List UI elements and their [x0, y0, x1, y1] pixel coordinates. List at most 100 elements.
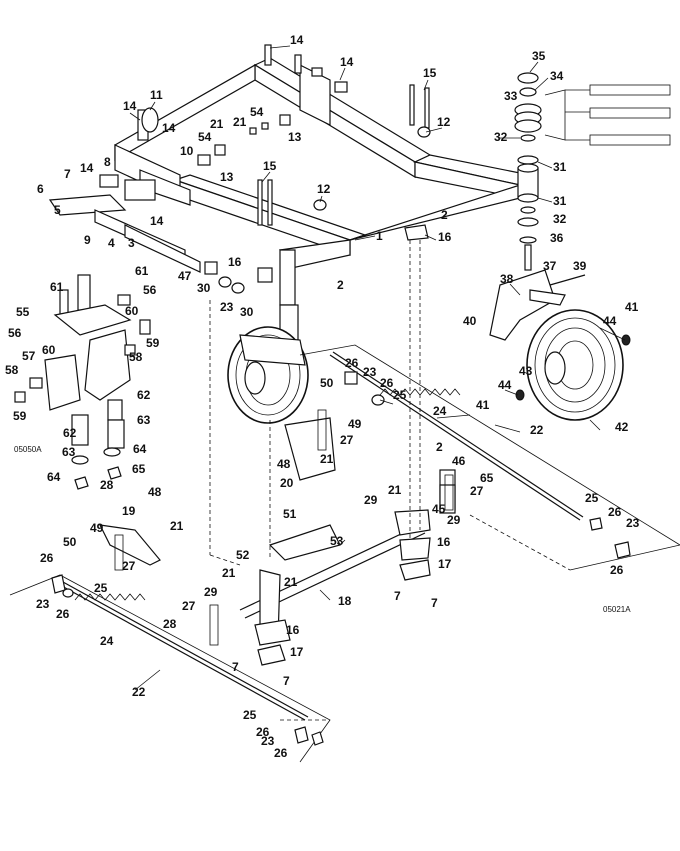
- callout: 65: [480, 471, 494, 485]
- callout: 7: [431, 596, 438, 610]
- callout: 14: [123, 99, 137, 113]
- left-detail-springs: [71, 399, 125, 490]
- callout: 54: [198, 130, 212, 144]
- callout: 59: [13, 409, 27, 423]
- top-hardware: [197, 44, 431, 294]
- left-wheel: [227, 304, 309, 424]
- caster-fork-right: [489, 269, 586, 341]
- callout: 14: [340, 55, 354, 69]
- right-wheel: [515, 309, 631, 421]
- callout: 28: [100, 478, 114, 492]
- callout: 37: [543, 259, 557, 273]
- callout: 24: [433, 404, 447, 418]
- callout: 60: [125, 304, 139, 318]
- rod-assembly-left: [9, 574, 331, 763]
- callout: 62: [137, 388, 151, 402]
- callout: 18: [338, 594, 352, 608]
- callout: 56: [143, 283, 157, 297]
- callout: 21: [222, 566, 236, 580]
- callout: 14: [80, 161, 94, 175]
- diagram-code-main: 05021A: [603, 605, 631, 614]
- callout: 2: [436, 440, 443, 454]
- callout: 60: [42, 343, 56, 357]
- callout: 16: [437, 535, 451, 549]
- callout: 26: [274, 746, 288, 760]
- callout: 43: [519, 364, 533, 378]
- callout: 21: [388, 483, 402, 497]
- callout: 30: [197, 281, 211, 295]
- callout: 2: [441, 208, 448, 222]
- callout: 20: [280, 476, 294, 490]
- callout: 45: [432, 502, 446, 516]
- leader-lines: [129, 45, 626, 691]
- chains: [114, 409, 454, 646]
- callout: 25: [94, 581, 108, 595]
- callout: 16: [286, 623, 300, 637]
- callout: 49: [348, 417, 362, 431]
- callout: 29: [447, 513, 461, 527]
- callout: 63: [62, 445, 76, 459]
- callout: 55: [16, 305, 30, 319]
- callout: 6: [37, 182, 44, 196]
- callout: 3: [128, 236, 135, 250]
- callout: 44: [603, 314, 617, 328]
- callout: 26: [56, 607, 70, 621]
- callout: 17: [290, 645, 304, 659]
- callout: 16: [438, 230, 452, 244]
- callout: 48: [277, 457, 291, 471]
- callout: 23: [626, 516, 640, 530]
- callout: 8: [104, 155, 111, 169]
- rod-assembly-right: [299, 344, 680, 571]
- callout: 23: [36, 597, 50, 611]
- callout: 53: [330, 534, 344, 548]
- callout: 26: [345, 356, 359, 370]
- left-detail-bracket: [14, 274, 151, 411]
- callout: 25: [585, 491, 599, 505]
- callout: 28: [163, 617, 177, 631]
- caster-pivot-assembly: [514, 72, 671, 271]
- callout: 10: [180, 144, 194, 158]
- callout: 26: [380, 376, 394, 390]
- callout: 63: [137, 413, 151, 427]
- callout: 14: [290, 33, 304, 47]
- callout: 19: [122, 504, 136, 518]
- callout: 35: [532, 49, 546, 63]
- callout: 1: [376, 229, 383, 243]
- callout: 21: [320, 452, 334, 466]
- callout: 54: [250, 105, 264, 119]
- callout: 48: [148, 485, 162, 499]
- callout: 21: [170, 519, 184, 533]
- callout: 49: [90, 521, 104, 535]
- callout-labels: 14 14 15 35 34 33 11 14 14 21 21 54 54 1…: [5, 33, 640, 760]
- cross-shaft: [239, 509, 431, 666]
- callout: 25: [393, 388, 407, 402]
- callout: 5: [54, 203, 61, 217]
- callout: 21: [210, 117, 224, 131]
- callout: 9: [84, 233, 91, 247]
- callout: 64: [47, 470, 61, 484]
- callout: 62: [63, 426, 77, 440]
- callout: 29: [364, 493, 378, 507]
- callout: 22: [530, 423, 544, 437]
- callout: 47: [178, 269, 192, 283]
- callout: 33: [504, 89, 518, 103]
- callout: 2: [337, 278, 344, 292]
- callout: 51: [283, 507, 297, 521]
- callout: 59: [146, 336, 160, 350]
- callout: 27: [340, 433, 354, 447]
- callout: 38: [500, 272, 514, 286]
- callout: 30: [240, 305, 254, 319]
- callout: 41: [625, 300, 639, 314]
- callout: 44: [498, 378, 512, 392]
- callout: 39: [573, 259, 587, 273]
- callout: 12: [317, 182, 331, 196]
- callout: 7: [394, 589, 401, 603]
- callout: 4: [108, 236, 115, 250]
- callout: 42: [615, 420, 629, 434]
- callout: 64: [133, 442, 147, 456]
- callout: 61: [135, 264, 149, 278]
- callout: 7: [64, 167, 71, 181]
- callout: 50: [63, 535, 77, 549]
- callout: 41: [476, 398, 490, 412]
